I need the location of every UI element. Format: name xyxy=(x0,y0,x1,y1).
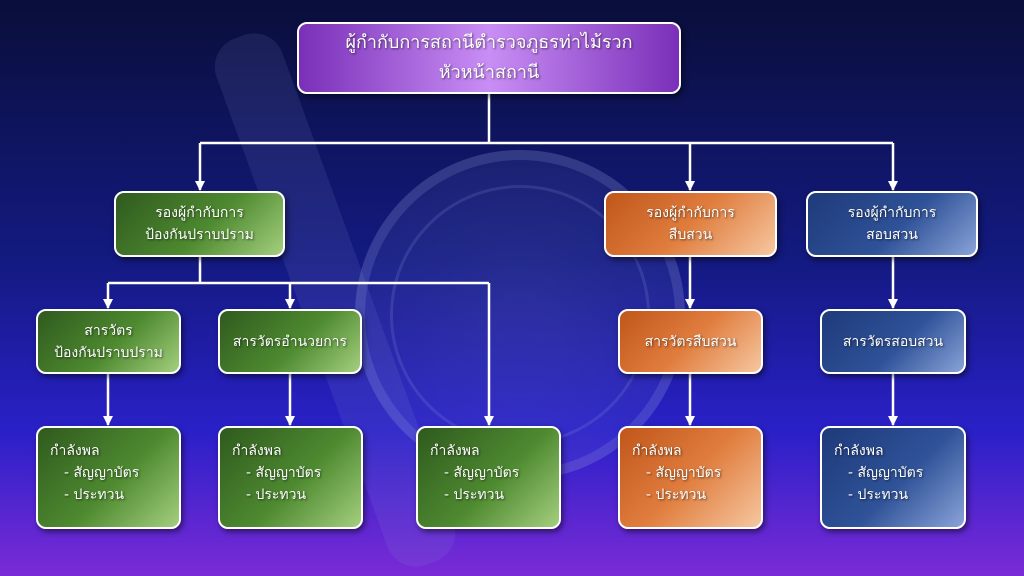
commissioned-item: - สัญญาบัตร xyxy=(64,465,140,481)
personnel-box: กำลังพล - สัญญาบัตร - ประทวน xyxy=(820,426,966,529)
deputy-dept: สอบสวน xyxy=(866,227,918,243)
personnel-title: กำลังพล xyxy=(632,443,682,459)
inspector-inquiry-box: สารวัตรสอบสวน xyxy=(820,309,966,374)
inspector-admin-box: สารวัตรอำนวยการ xyxy=(218,309,362,374)
deputy-label: รองผู้กำกับการ xyxy=(847,205,937,221)
top-connector xyxy=(200,94,893,145)
noncommissioned-item: - ประทวน xyxy=(64,487,125,503)
deputy-investigation-box: รองผู้กำกับการสืบสวน xyxy=(604,191,777,257)
noncommissioned-item: - ประทวน xyxy=(646,487,707,503)
personnel-box: กำลังพล - สัญญาบัตร - ประทวน xyxy=(36,426,181,529)
personnel-box: กำลังพล - สัญญาบัตร - ประทวน xyxy=(618,426,763,529)
deputy-label: รองผู้กำกับการ xyxy=(646,205,735,221)
personnel-title: กำลังพล xyxy=(834,443,884,459)
noncommissioned-item: - ประทวน xyxy=(848,487,909,503)
commissioned-item: - สัญญาบัตร xyxy=(848,465,924,481)
chief-title: ผู้กำกับการสถานีตำรวจภูธรท่าไม้รวก xyxy=(345,32,633,53)
personnel-box: กำลังพล - สัญญาบัตร - ประทวน xyxy=(416,426,561,529)
commissioned-item: - สัญญาบัตร xyxy=(444,465,520,481)
noncommissioned-item: - ประทวน xyxy=(246,487,307,503)
deputy-dept: สืบสวน xyxy=(668,227,713,243)
inspector-investigation-box: สารวัตรสืบสวน xyxy=(618,309,763,374)
commissioned-item: - สัญญาบัตร xyxy=(246,465,322,481)
chief-role: หัวหน้าสถานี xyxy=(438,62,540,83)
station-chief-box: ผู้กำกับการสถานีตำรวจภูธรท่าไม้รวก หัวหน… xyxy=(297,22,681,94)
deputy-dept: ป้องกันปราบปราม xyxy=(145,227,254,243)
inspector-dept: ป้องกันปราบปราม xyxy=(54,344,163,361)
noncommissioned-item: - ประทวน xyxy=(444,487,505,503)
deputy-suppression-box: รองผู้กำกับการป้องกันปราบปราม xyxy=(114,191,285,257)
personnel-title: กำลังพล xyxy=(50,443,100,459)
deputy-inquiry-box: รองผู้กำกับการสอบสวน xyxy=(806,191,978,257)
inspector-label: สารวัตร xyxy=(84,322,133,339)
inspector-label: สารวัตรอำนวยการ xyxy=(232,333,348,350)
commissioned-item: - สัญญาบัตร xyxy=(646,465,722,481)
inspector-suppression-box: สารวัตรป้องกันปราบปราม xyxy=(36,309,181,374)
deputy-label: รองผู้กำกับการ xyxy=(155,205,244,221)
inspector-label: สารวัตรสอบสวน xyxy=(842,333,944,350)
inspector-label: สารวัตรสืบสวน xyxy=(644,333,737,350)
personnel-box: กำลังพล - สัญญาบัตร - ประทวน xyxy=(218,426,363,529)
personnel-title: กำลังพล xyxy=(430,443,480,459)
personnel-title: กำลังพล xyxy=(232,443,282,459)
